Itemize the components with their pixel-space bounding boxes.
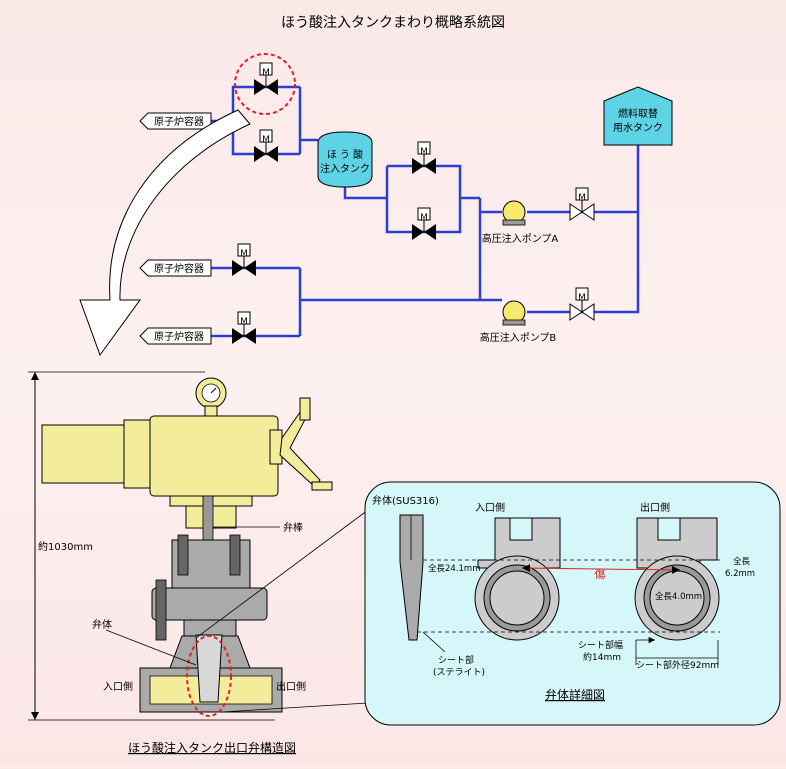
detail-inlet-label: 入口側 [475,501,505,514]
pump-b-label: 高圧注入ポンプB [480,331,557,344]
highlight-circle [234,53,296,115]
disc-side-view [399,514,424,641]
motor-label: M [420,147,428,157]
refuel-tank-label-2: 用水タンク [613,122,663,134]
motor-label: M [240,317,248,327]
detail-body-material: 弁体(SUS316) [372,494,439,507]
seat-label-2: (ステライト) [433,667,485,678]
diagram-title: ほう酸注入タンクまわり概略系統図 [281,15,505,31]
outlet-flaw-length-1: 全長 [733,556,751,567]
reactor-tag-1: 原子炉容器 [139,112,212,130]
motor-label: M [578,193,586,203]
reactor-label: 原子炉容器 [154,262,204,275]
seat-diameter: シート部外径92mm [636,659,719,671]
boric-tank-label-2: 注入タンク [320,162,370,175]
outlet-flaw-length-2: 6.2mm [725,569,755,579]
boric-acid-tank: ほ う 酸 注入タンク [317,131,373,188]
pump-a [502,200,526,226]
motor-label: M [262,135,270,145]
detail-caption: 弁体詳細図 [545,687,605,702]
refuel-tank-label-1: 燃料取替 [618,107,658,120]
outlet-disc-face [634,517,720,641]
disc-highlight [186,635,232,717]
motor-label: M [262,68,270,78]
pump-b [502,300,526,326]
curved-arrow [79,109,251,357]
inlet-disc-face [474,517,561,641]
refueling-water-tank: 燃料取替 用水タンク [603,86,673,146]
outlet-flaw-length-3: 全長4.0mm [655,591,702,602]
motor-label: M [240,249,248,259]
flaw-label: 傷 [595,567,606,581]
body-label: 弁体 [92,618,112,631]
reactor-tag-2: 原子炉容器 [139,259,212,277]
outlet-label: 出口側 [276,680,306,693]
reactor-label: 原子炉容器 [154,330,204,343]
inlet-flaw-length: 全長24.1mm [428,563,481,574]
seat-label-1: シート部 [438,654,474,666]
boric-tank-label-1: ほ う 酸 [327,148,363,161]
seat-width-1: シート部幅 [578,639,623,651]
motor-label: M [420,213,428,223]
motor-label: M [578,293,586,303]
stem-label: 弁棒 [283,521,303,534]
reactor-tag-3: 原子炉容器 [139,327,212,345]
inlet-label: 入口側 [103,680,133,693]
detail-outlet-label: 出口側 [640,501,670,514]
pump-a-label: 高圧注入ポンプA [482,232,559,245]
valve-caption: ほう酸注入タンク出口弁構造図 [128,740,296,755]
height-label: 約1030mm [38,540,93,553]
reactor-label: 原子炉容器 [154,115,204,128]
seat-width-2: 約14mm [583,651,621,663]
